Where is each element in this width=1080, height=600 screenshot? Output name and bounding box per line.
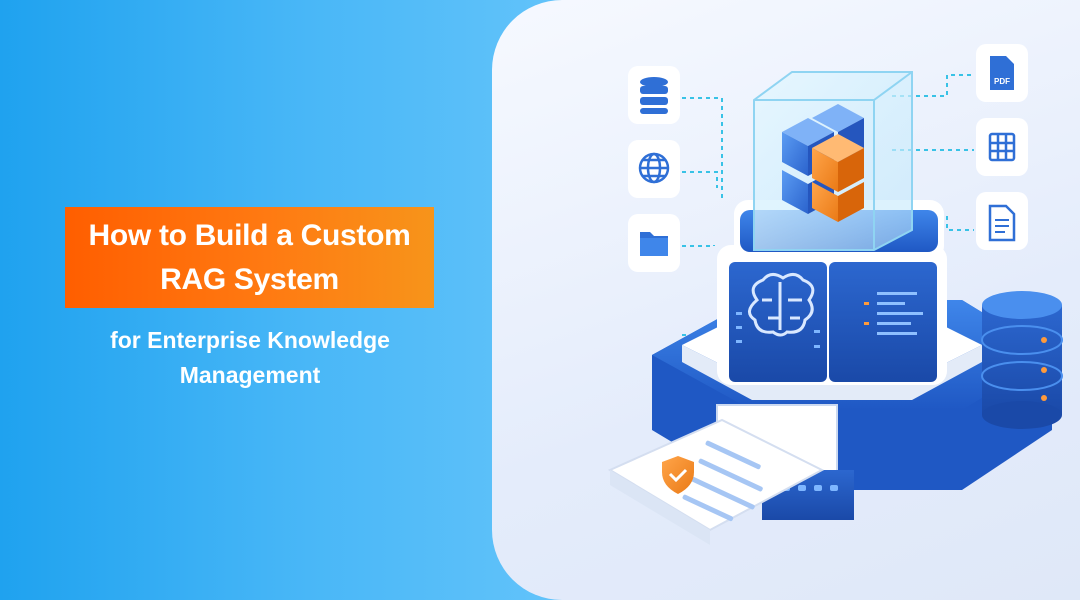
data-readout-lines (877, 292, 923, 335)
left-icon-tiles (628, 66, 680, 272)
folder-icon (640, 232, 668, 256)
title-banner: How to Build a Custom RAG System (65, 207, 434, 308)
shield-check-icon (662, 456, 694, 494)
subtitle-line-2: Management (179, 362, 321, 388)
right-icon-tiles: PDF (976, 44, 1028, 250)
database-icon (640, 77, 668, 114)
ai-server-core (717, 245, 947, 385)
database-stack (981, 291, 1063, 429)
spreadsheet-icon (988, 132, 1016, 162)
hero-right-panel: PDF (492, 0, 1080, 600)
title-line-2: RAG System (160, 262, 339, 296)
globe-icon (638, 152, 670, 184)
pdf-label: PDF (994, 77, 1010, 86)
hero-left-panel: How to Build a Custom RAG System for Ent… (0, 0, 560, 600)
data-cubes (782, 104, 864, 222)
brain-icon (748, 273, 815, 337)
pdf-icon: PDF (990, 56, 1014, 90)
title-line-1: How to Build a Custom (88, 218, 411, 252)
subtitle-line-1: for Enterprise Knowledge (110, 327, 390, 353)
orange-indicators (864, 302, 869, 325)
rag-system-illustration: PDF (607, 44, 1063, 545)
output-document (607, 418, 825, 545)
document-icon (988, 204, 1016, 242)
status-lights (736, 312, 820, 348)
